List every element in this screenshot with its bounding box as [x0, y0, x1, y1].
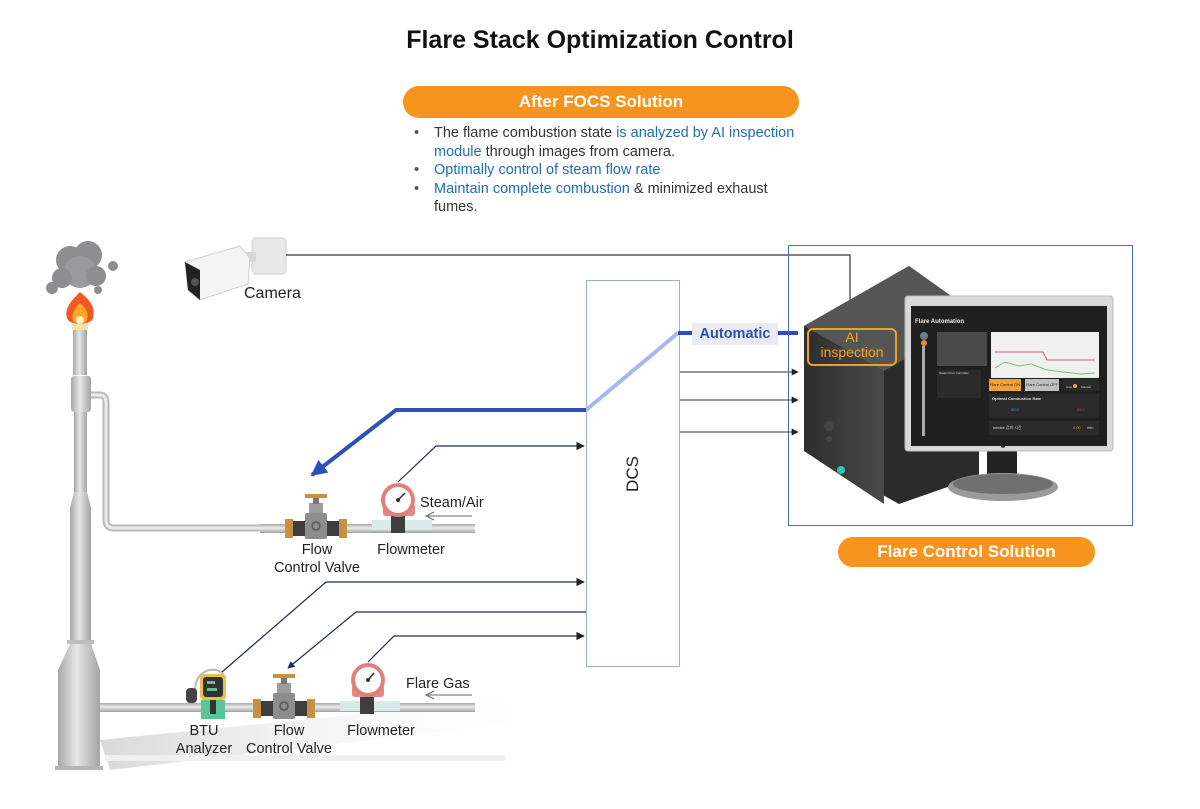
solution-bullets: The flame combustion state is analyzed b… — [414, 124, 814, 217]
flare-flame-icon — [46, 241, 118, 330]
steam-valve-control-arrow — [310, 408, 586, 477]
gas-flowmeter-signal — [367, 631, 585, 663]
gas-valve-label: Flow Control Valve — [246, 723, 332, 757]
smoke-detection-panel: smoke 감지 시간 0.00 min — [989, 421, 1099, 435]
steam-valve-label: Flow Control Valve — [274, 542, 360, 576]
gas-valve-control-signal — [287, 611, 586, 669]
ground-shadow — [100, 700, 560, 770]
trend-line-measured — [994, 361, 1096, 375]
gas-flowmeter-label: Flowmeter — [347, 723, 415, 739]
optimal-combustion-panel: Optimal Combustion Rate 30.0 29.7 — [989, 394, 1099, 418]
bullet-combustion: Maintain complete combustion & minimized… — [414, 180, 814, 217]
bullet-ai-analysis: The flame combustion state is analyzed b… — [414, 124, 814, 161]
auto-radio[interactable] — [1073, 384, 1077, 388]
bullet-steam-control: Optimally control of steam flow rate — [414, 161, 814, 180]
btu-signal — [221, 577, 585, 673]
current-rate-value: 29.7 — [1077, 407, 1085, 412]
flare-control-on-button[interactable]: Flare Control ON — [989, 379, 1021, 391]
flare-automation-screen: Flare Automation Steam Flow Controller F… — [911, 306, 1107, 446]
after-focs-solution-badge: After FOCS Solution — [403, 86, 799, 118]
camera-feed — [937, 332, 987, 366]
btu-analyzer-label: BTU Analyzer — [175, 723, 233, 757]
screen-title: Flare Automation — [915, 319, 965, 325]
steam-flowmeter-signal — [397, 441, 585, 483]
trend-chart — [991, 332, 1099, 378]
automatic-label: Automatic — [692, 323, 778, 345]
smoke-time-value: 0.00 — [1073, 425, 1081, 430]
camera-icon — [184, 237, 287, 301]
mini-flare-stack-icon — [915, 332, 931, 440]
flare-control-solution-badge: Flare Control Solution — [838, 537, 1095, 567]
control-mode-selector[interactable]: Auto Manual — [1063, 379, 1099, 391]
target-rate-value: 30.0 — [1011, 407, 1019, 412]
btu-analyzer-icon — [186, 668, 226, 719]
trend-line-target — [995, 351, 1095, 361]
steam-air-label: Steam/Air — [420, 495, 484, 511]
page-title: Flare Stack Optimization Control — [406, 26, 794, 54]
steam-flowmeter-icon — [372, 483, 432, 533]
camera-label: Camera — [244, 285, 301, 302]
flare-gas-label: Flare Gas — [406, 676, 470, 692]
steam-flowmeter-label: Flowmeter — [377, 542, 445, 558]
steam-flow-control-valve-icon — [260, 494, 475, 539]
ai-inspection-badge: AI inspection — [807, 328, 897, 366]
power-led — [837, 466, 845, 474]
gas-flowmeter-icon — [340, 663, 400, 714]
flare-control-solution-frame — [788, 245, 1133, 526]
gas-flow-control-valve-icon — [253, 674, 315, 719]
flare-control-off-button[interactable]: Flare Control OFF — [1025, 379, 1059, 391]
steam-flow-controller-panel: Steam Flow Controller — [937, 370, 981, 398]
